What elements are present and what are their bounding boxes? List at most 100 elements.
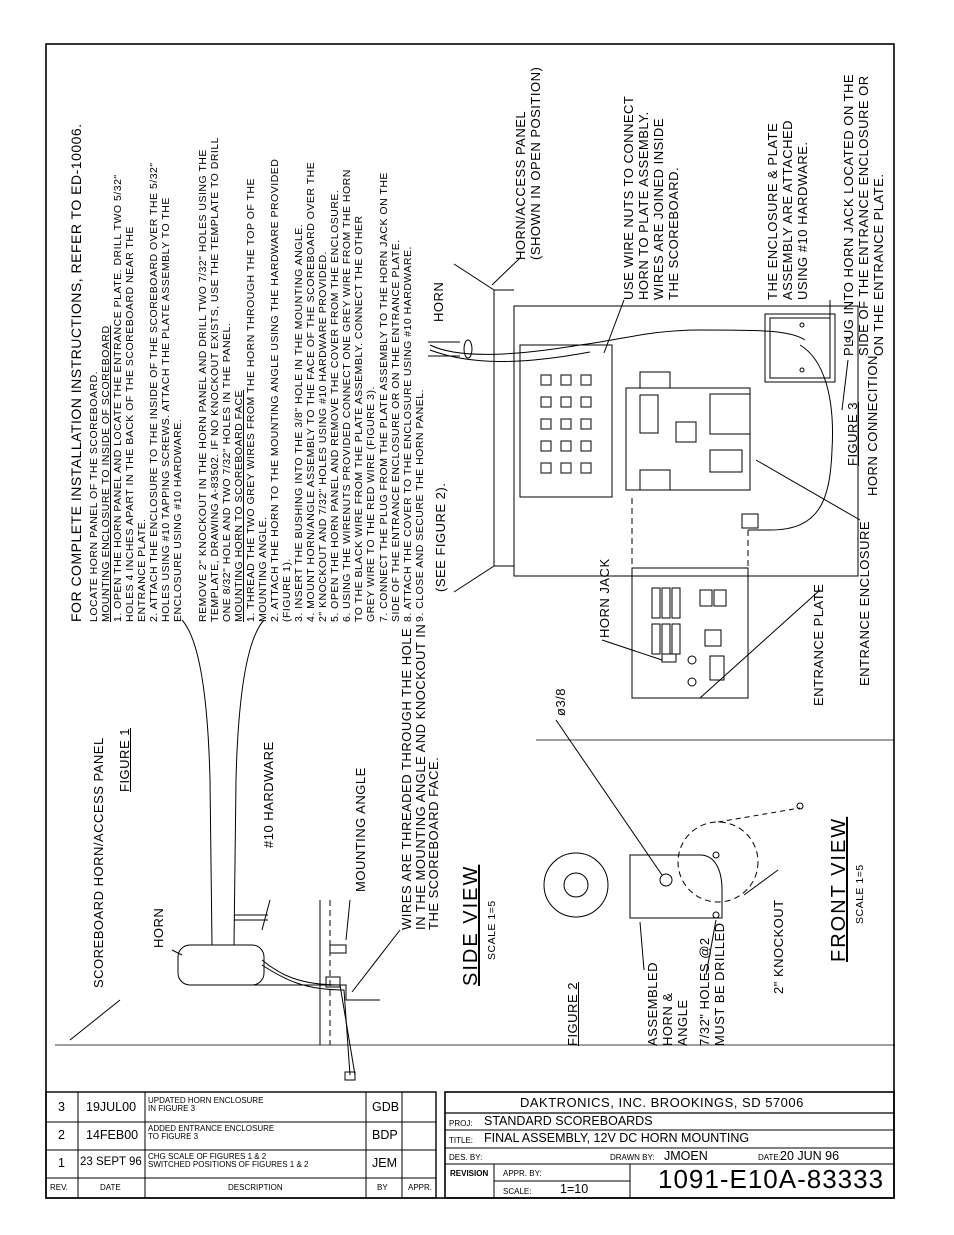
date-label: DATE: bbox=[758, 1153, 781, 1162]
figure3-entrance-enclosure-label: ENTRANCE ENCLOSURE bbox=[857, 520, 872, 686]
rev-row-3-rev: 1 bbox=[58, 1156, 65, 1170]
remove-text-3: ONE 8/32" HOLE AND TWO 7/32" HOLES IN TH… bbox=[220, 322, 233, 622]
access-panel-line-1: HORN/ACCESS PANEL bbox=[513, 110, 528, 260]
drawn-value: JMOEN bbox=[664, 1149, 708, 1163]
rev-header-rev: REV. bbox=[50, 1183, 68, 1192]
horn-step-1b: MOUNTING ANGLE. bbox=[256, 516, 269, 622]
figure3-title: FIGURE 3 bbox=[845, 402, 860, 466]
figure3-horn-jack-label: HORN JACK bbox=[597, 558, 612, 638]
enclosure-plate-line-1: THE ENCLOSURE & PLATE bbox=[765, 122, 780, 300]
figure1-wires-note: WIRES ARE THREADED THROUGH THE HOLE IN T… bbox=[399, 623, 442, 930]
scale-label: SCALE: bbox=[503, 1187, 532, 1196]
wire-nuts-line-1: USE WIRE NUTS TO CONNECT bbox=[621, 95, 636, 300]
des-label: DES. BY: bbox=[449, 1153, 483, 1162]
rev-row-3-by: JEM bbox=[372, 1156, 397, 1170]
drawing-number: 1091-E10A-83333 bbox=[658, 1164, 885, 1194]
remove-text-1: REMOVE 2" KNOCKOUT IN THE HORN PANEL AND… bbox=[196, 149, 209, 622]
figure2-dia-label: ø3/8 bbox=[553, 687, 568, 716]
revision-table bbox=[45, 1091, 437, 1199]
holes-line-1: 7/32" HOLES @2 bbox=[697, 937, 712, 1046]
rev-row-2-date: 14FEB00 bbox=[86, 1128, 139, 1142]
figure3-subtitle: HORN CONNECITION bbox=[865, 355, 880, 496]
company-name: DAKTRONICS, INC. BROOKINGS, SD 57006 bbox=[520, 1095, 804, 1110]
figure1-wires-note-3: THE SCOREBOARD FACE. bbox=[426, 756, 442, 930]
holes-line-2: MUST BE DRILLED bbox=[711, 922, 727, 1046]
horn-step-6a: 6. USING THE WIRENUTS PROVIDED CONNECT O… bbox=[341, 169, 354, 622]
horn-step-3: 3. INSERT THE BUSHING INTO THE 3/8" HOLE… bbox=[293, 223, 306, 622]
figure2-title: FIGURE 2 bbox=[565, 982, 580, 1046]
enclosure-plate-line-3: USING #10 HARDWARE. bbox=[794, 141, 810, 300]
rev-header-description: DESCRIPTION bbox=[228, 1183, 283, 1192]
enclosure-step-2b: HOLES USING #10 TAPPING SCREWS. ATTACH T… bbox=[160, 197, 173, 622]
wire-nuts-line-3: WIRES ARE JOINED INSIDE bbox=[650, 118, 666, 300]
rev-header-appr: APPR. bbox=[408, 1183, 433, 1192]
notes-intro: FOR COMPLETE INSTALLATION INSTRUCTIONS, … bbox=[68, 123, 84, 622]
rev-row-3-desc1: CHG SCALE OF FIGURES 1 & 2 bbox=[148, 1152, 267, 1161]
figure2-assembled-label: ASSEMBLED HORN & ANGLE bbox=[645, 962, 691, 1046]
horn-step-7a: 7. CONNECT THE PLUG FROM THE PLATE ASSEM… bbox=[377, 172, 390, 622]
horn-step-1a: 1. THREAD THE TWO GREY WIRES FROM THE HO… bbox=[244, 178, 257, 622]
rev-row-1-desc1: UPDATED HORN ENCLOSURE bbox=[148, 1096, 264, 1105]
wire-nuts-line-4: THE SCOREBOARD. bbox=[665, 166, 681, 300]
figure1-wires-note-2: IN THE MOUNTING ANGLE AND KNOCKOUT IN bbox=[412, 623, 428, 930]
front-view-scale: SCALE 1=5 bbox=[854, 864, 866, 924]
title-label: TITLE: bbox=[449, 1136, 474, 1145]
enclosure-step-1a: 1. OPEN THE HORN PANEL AND LOCATE THE EN… bbox=[112, 174, 125, 622]
rev-row-1-rev: 3 bbox=[58, 1100, 65, 1114]
figure1-hardware-label: #10 HARDWARE bbox=[261, 741, 276, 848]
date-value: 20 JUN 96 bbox=[780, 1149, 840, 1163]
enclosure-step-1c: ENTRANCE PLATE. bbox=[136, 518, 149, 622]
proj-value: STANDARD SCOREBOARDS bbox=[484, 1114, 653, 1128]
horn-step-2a: 2. ATTACH THE HORN TO THE MOUNTING ANGLE… bbox=[268, 158, 281, 622]
notes-intro-line-2: LOCATE HORN PANEL OF THE SCOREBOARD. bbox=[88, 371, 100, 622]
figure3-horn-label: HORN bbox=[431, 281, 446, 322]
enclosure-step-2c: ENCLOSURE USING #10 HARDWARE. bbox=[172, 418, 185, 622]
enclosure-step-2a: 2. ATTACH THE ENCLOSURE TO THE INSIDE OF… bbox=[148, 162, 161, 622]
horn-step-8: 8. ATTACH THE COVER TO THE ENCLOSURE USI… bbox=[401, 246, 414, 622]
figure3-plug-label: PLUG INTO HORN JACK LOCATED ON THE SIDE … bbox=[841, 74, 887, 356]
proj-label: PROJ: bbox=[449, 1119, 473, 1128]
figure1-title: FIGURE 1 bbox=[117, 728, 132, 792]
horn-step-6c: GREY WIRE TO THE RED WIRE (FIGURE 3). bbox=[365, 386, 378, 622]
rev-row-2-by: BDP bbox=[372, 1128, 398, 1142]
figure1-panel-label: SCOREBOARD HORN/ACCESS PANEL bbox=[91, 737, 106, 988]
figure1-wires-note-1: WIRES ARE THREADED THROUGH THE HOLE bbox=[399, 627, 414, 930]
appr-label: APPR. BY: bbox=[503, 1169, 542, 1178]
side-view-title: SIDE VIEW bbox=[460, 864, 482, 986]
rev-row-2-desc2: TO FIGURE 3 bbox=[148, 1132, 199, 1141]
figure1-horn-label: HORN bbox=[151, 907, 166, 948]
horn-step-9: 9. CLOSE AND SECURE THE HORN PANEL. bbox=[413, 388, 426, 622]
figure3-wire-nuts-label: USE WIRE NUTS TO CONNECT HORN TO PLATE A… bbox=[621, 95, 682, 300]
horn-step-4a: 4. MOUNT HORN/ANGLE ASSEMBLY TO THE FACE… bbox=[305, 161, 318, 622]
notes-intro-line-1: FOR COMPLETE INSTALLATION INSTRUCTIONS, … bbox=[68, 123, 84, 622]
figure2-holes-label: 7/32" HOLES @2 MUST BE DRILLED bbox=[697, 922, 728, 1046]
enclosure-plate-line-2: ASSEMBLY ARE ATTACHED bbox=[779, 119, 795, 300]
horn-heading: MOUNTING HORN TO SCOREBOARD FACE bbox=[232, 389, 245, 622]
access-panel-line-2: (SHOWN IN OPEN POSITION) bbox=[527, 66, 543, 260]
rev-row-2-desc1: ADDED ENTRANCE ENCLOSURE bbox=[148, 1124, 275, 1133]
figure3-enclosure-plate-label: THE ENCLOSURE & PLATE ASSEMBLY ARE ATTAC… bbox=[765, 119, 811, 300]
rev-row-1-by: GDB bbox=[372, 1100, 400, 1114]
horn-step-4b: 2" KNOCKOUT AND 7/32" HOLES USING #10 HA… bbox=[317, 251, 330, 622]
enclosure-heading: MOUNTING ENCLOSURE TO INSIDE OF SCOREBOA… bbox=[100, 325, 113, 622]
rev-row-3-date: 23 SEPT 96 bbox=[80, 1156, 142, 1168]
remove-text-2: TEMPLATE, DRAWING A-83502. IF NO KNOCKOU… bbox=[208, 136, 221, 622]
rev-row-2-rev: 2 bbox=[58, 1128, 65, 1142]
assembled-line-2: HORN & bbox=[659, 992, 675, 1046]
horn-step-6b: TO THE BLACK WIRE FROM THE PLATE ASSEMBL… bbox=[353, 215, 366, 622]
figure1-side-view bbox=[55, 619, 895, 1081]
rev-row-1-desc2: IN FIGURE 3 bbox=[148, 1104, 196, 1113]
figure3-access-panel-label: HORN/ACCESS PANEL (SHOWN IN OPEN POSITIO… bbox=[513, 66, 544, 260]
wire-nuts-line-2: HORN TO PLATE ASSEMBLY. bbox=[635, 111, 651, 300]
notes-body: LOCATE HORN PANEL OF THE SCOREBOARD. MOU… bbox=[88, 137, 426, 622]
assembled-line-3: ANGLE bbox=[674, 999, 690, 1046]
horn-step-7b: SIDE OF THE ENTRANCE ENCLOSURE OR ON THE… bbox=[389, 239, 402, 622]
figure2-front-view bbox=[536, 719, 894, 976]
see-figure-2: (SEE FIGURE 2). bbox=[433, 482, 448, 592]
front-view-title: FRONT VIEW bbox=[828, 816, 850, 962]
rev-header-date: DATE bbox=[100, 1183, 121, 1192]
rev-row-1-date: 19JUL00 bbox=[86, 1100, 137, 1114]
horn-step-5: 5. OPEN THE HORN PANEL AND REMOVE THE CO… bbox=[329, 189, 342, 622]
title-value: FINAL ASSEMBLY, 12V DC HORN MOUNTING bbox=[484, 1131, 750, 1145]
